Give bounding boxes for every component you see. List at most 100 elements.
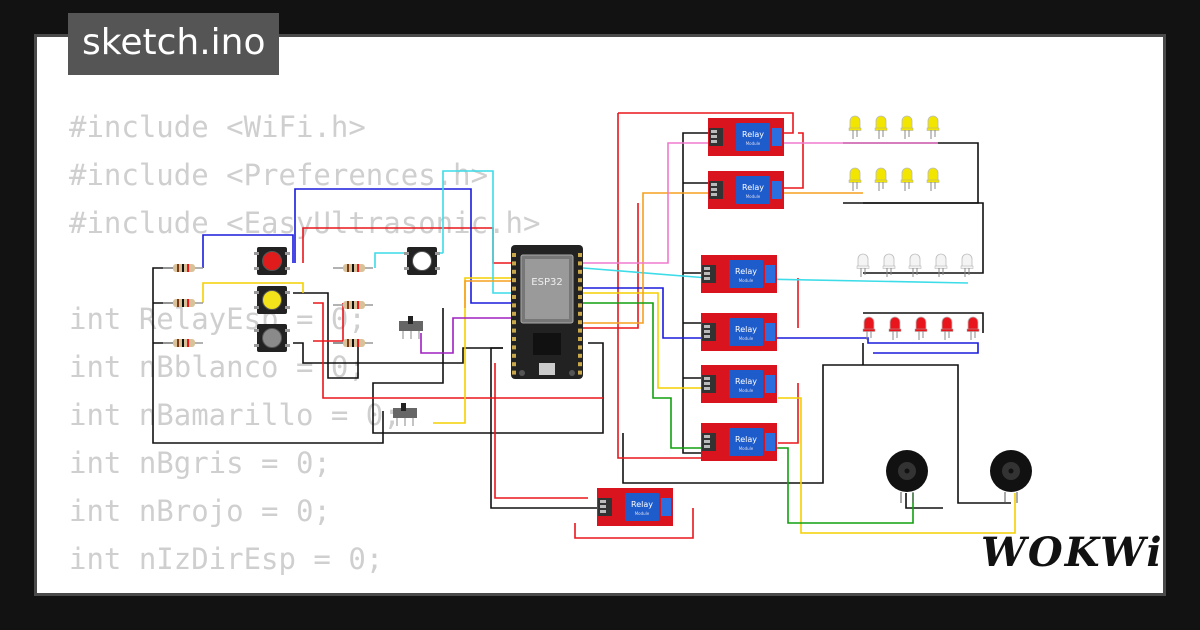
esp32-pin (512, 353, 516, 358)
relay-sublabel: Module (739, 388, 754, 393)
wokwi-logo: WOKWi (981, 529, 1164, 576)
pushbutton[interactable] (254, 247, 290, 275)
resistor (333, 264, 373, 272)
code-preview: #include <WiFi.h> #include <Preferences.h… (69, 103, 541, 593)
esp32-pin (512, 320, 516, 325)
resistor (163, 264, 203, 272)
led (848, 167, 862, 191)
esp32-pin (578, 303, 582, 308)
code-line: int nBgris = 0; (69, 446, 331, 480)
led (966, 316, 980, 340)
led (848, 115, 862, 139)
esp32-pin (578, 295, 582, 299)
led (882, 253, 896, 277)
esp32-pin (512, 311, 516, 316)
resistor (333, 301, 373, 309)
esp32-pin (578, 328, 582, 333)
led (862, 316, 876, 340)
esp32-pin (578, 311, 582, 316)
esp32-board: ESP32 (511, 245, 583, 379)
led (874, 167, 888, 191)
relay-sublabel: Module (746, 194, 761, 199)
esp32-pin (512, 261, 516, 266)
buzzer (990, 450, 1032, 503)
relay-label: Relay (742, 130, 764, 139)
esp32-pin (512, 328, 516, 333)
esp32-pin (512, 370, 516, 375)
esp32-pin (578, 353, 582, 358)
pushbutton[interactable] (404, 247, 440, 275)
led (908, 253, 922, 277)
esp32-pin (578, 278, 582, 283)
esp32-pin (578, 261, 582, 266)
code-line: int nBblanco = 0; (69, 350, 366, 384)
esp32-pin (512, 278, 516, 283)
resistors (163, 264, 373, 347)
buzzer (886, 450, 928, 503)
resistor (163, 299, 203, 307)
code-line: #include <Preferences.h> (69, 158, 489, 192)
relay-sublabel: Module (635, 511, 650, 516)
relay-sublabel: Module (739, 336, 754, 341)
esp32-pin (578, 362, 582, 367)
code-line: int nIzDirEsp = 0; (69, 542, 384, 576)
esp32-pin (512, 345, 516, 350)
code-line: #include <WiFi.h> (69, 110, 366, 144)
relay-label: Relay (735, 267, 757, 276)
relay-label: Relay (735, 435, 757, 444)
esp32-pin (512, 253, 516, 257)
esp32-pin (578, 269, 582, 274)
relay-sublabel: Module (746, 141, 761, 146)
esp32-pin (578, 320, 582, 325)
esp32-pin (512, 362, 516, 367)
file-tab[interactable]: sketch.ino (68, 13, 280, 75)
led (940, 316, 954, 340)
led (926, 167, 940, 191)
esp32-pin (578, 337, 582, 341)
led (914, 316, 928, 340)
code-line: int nDerDirEsp = 0; (69, 583, 540, 593)
esp32-label: ESP32 (531, 277, 562, 288)
resistor (163, 339, 203, 347)
code-line: #include <EasyUltrasonic.h> (69, 206, 541, 240)
led (900, 115, 914, 139)
resistor (333, 339, 373, 347)
esp32-pin (578, 286, 582, 291)
esp32-pin (512, 286, 516, 291)
slide-switch[interactable] (393, 403, 417, 426)
led (856, 253, 870, 277)
relay-label: Relay (735, 325, 757, 334)
esp32-pin (578, 345, 582, 350)
led (926, 115, 940, 139)
relay-label: Relay (631, 500, 653, 509)
esp32-pin (578, 253, 582, 257)
led (934, 253, 948, 277)
led (888, 316, 902, 340)
code-line: int nBamarillo = 0; (69, 398, 401, 432)
esp32-pin (512, 337, 516, 341)
esp32-pins (512, 253, 582, 375)
project-card: #include <WiFi.h> #include <Preferences.h… (34, 34, 1166, 596)
pushbuttons (254, 247, 440, 352)
pushbutton[interactable] (254, 324, 290, 352)
esp32-pin (512, 269, 516, 274)
circuit-diagram: ESP32 RelayModuleRelayModuleRelayModuleR… (152, 112, 1032, 539)
relay-label: Relay (735, 377, 757, 386)
pushbutton[interactable] (254, 286, 290, 314)
esp32-pin (578, 370, 582, 375)
relays: RelayModuleRelayModuleRelayModuleRelayMo… (597, 118, 784, 526)
leds (848, 115, 980, 340)
led (960, 253, 974, 277)
led (874, 115, 888, 139)
code-line: int nBrojo = 0; (69, 494, 331, 528)
relay-sublabel: Module (739, 278, 754, 283)
relay-sublabel: Module (739, 446, 754, 451)
slide-switch[interactable] (399, 316, 423, 339)
